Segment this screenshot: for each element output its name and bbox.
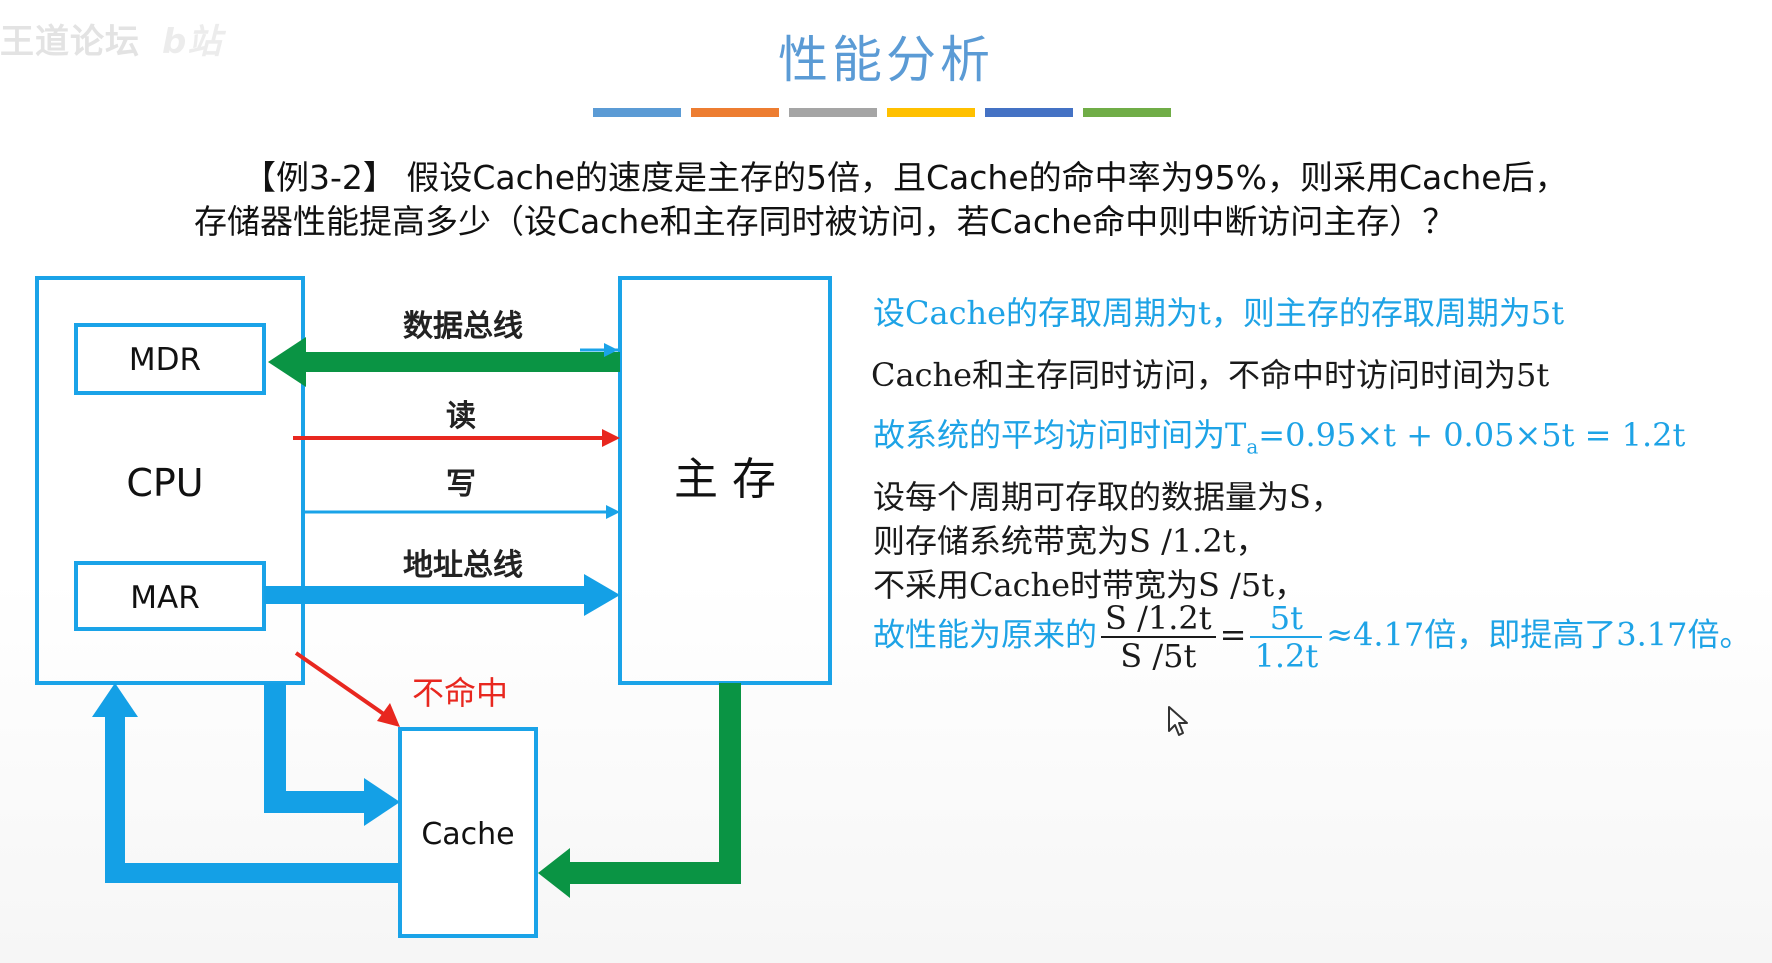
read-arrowhead: [602, 429, 620, 447]
title-color-bars: [593, 108, 1171, 117]
equals-sign: =: [1219, 615, 1247, 654]
address-bus-shaft: [264, 586, 590, 604]
fraction-1-denominator: S /5t: [1120, 637, 1197, 675]
explanation-line-1: 设Cache的存取周期为t，则主存的存取周期为5t: [873, 294, 1565, 332]
explanation-line-3: 故系统的平均访问时间为Ta=0.95×t + 0.05×5t = 1.2t: [873, 410, 1685, 458]
color-bar-1: [593, 108, 681, 117]
cache-to-cpu-arrowhead: [92, 683, 138, 717]
address-bus-arrowhead: [584, 574, 620, 616]
explanation-line-7-suffix: ≈4.17倍，即提高了3.17倍。: [1326, 615, 1752, 654]
data-bus-arrowhead: [268, 337, 306, 387]
mdr-label: MDR: [129, 342, 201, 378]
cpu-label: CPU: [126, 461, 203, 505]
data-bus-label: 数据总线: [403, 309, 523, 344]
slide-title: 性能分析: [778, 31, 994, 89]
cache-to-cpu-path: [105, 713, 400, 883]
explanation-line-6: 不采用Cache时带宽为S /5t，: [873, 566, 1307, 604]
address-bus-label: 地址总线: [403, 548, 523, 583]
memory-to-cache-path: [570, 683, 741, 884]
mouse-cursor-icon: [1168, 706, 1188, 736]
color-bar-3: [789, 108, 877, 117]
explanation-line-3-rest: =0.95×t + 0.05×5t = 1.2t: [1258, 416, 1686, 454]
data-bus-thin-arrowhead: [604, 343, 618, 357]
color-bar-5: [985, 108, 1073, 117]
watermark-logo: b站: [162, 22, 223, 62]
cache-label: Cache: [421, 817, 514, 852]
miss-label: 不命中: [412, 674, 508, 712]
explanation-line-3-prefix: 故系统的平均访问时间为T: [873, 416, 1247, 454]
explanation-line-3-sub: a: [1246, 434, 1259, 459]
write-arrowhead: [606, 505, 620, 519]
explanation-line-2: Cache和主存同时访问，不命中时访问时间为5t: [871, 356, 1550, 394]
explanation-line-7-prefix: 故性能为原来的: [873, 615, 1098, 654]
miss-arrowhead: [377, 703, 400, 727]
watermark-text: 王道论坛: [0, 22, 140, 62]
watermark: 王道论坛 b站: [0, 14, 222, 63]
color-bar-4: [887, 108, 975, 117]
explanation-line-5: 则存储系统带宽为S /1.2t，: [873, 522, 1268, 560]
mar-label: MAR: [130, 580, 200, 616]
memory-to-cache-arrowhead: [538, 848, 570, 898]
color-bar-2: [691, 108, 779, 117]
read-label: 读: [446, 399, 476, 434]
color-bar-6: [1083, 108, 1171, 117]
cache-box: [398, 727, 538, 938]
miss-arrow-line: [294, 651, 390, 719]
question-line-1: 【例3-2】 假设Cache的速度是主存的5倍，且Cache的命中率为95%，则…: [243, 158, 1568, 197]
write-label: 写: [446, 467, 476, 502]
memory-label: 主 存: [674, 454, 776, 505]
question-line-2: 存储器性能提高多少（设Cache和主存同时被访问，若Cache命中则中断访问主存…: [194, 202, 1456, 241]
data-bus-shaft: [300, 352, 620, 372]
fraction-2-denominator: 1.2t: [1254, 637, 1319, 675]
fraction-2-numerator: 5t: [1250, 600, 1323, 638]
cpu-to-cache-path: [264, 683, 370, 813]
cpu-box: [35, 276, 305, 685]
cpu-to-cache-arrowhead: [364, 778, 400, 826]
fraction-1-numerator: S /1.2t: [1101, 600, 1216, 638]
mdr-box: [74, 323, 266, 395]
explanation-line-4: 设每个周期可存取的数据量为S，: [873, 478, 1343, 516]
